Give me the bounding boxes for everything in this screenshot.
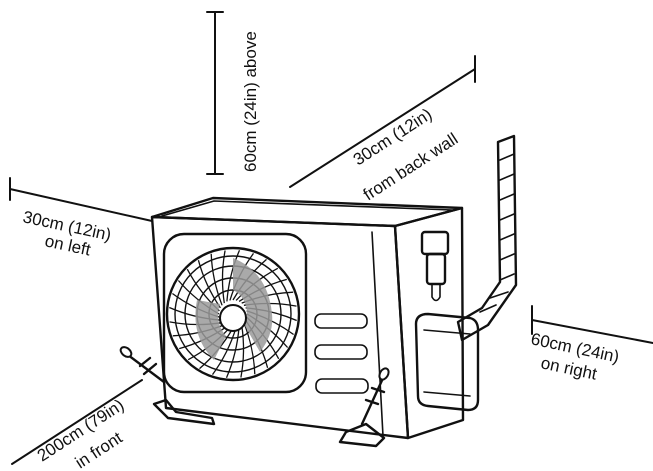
- fan-grille-spoke: [210, 253, 223, 306]
- outdoor-unit: [150, 196, 480, 440]
- fan-grille-spoke: [226, 250, 241, 302]
- dimension-left: [9, 177, 153, 222]
- fan-grille-spoke: [225, 326, 240, 378]
- dimension-right: [531, 305, 653, 344]
- label-above: 60cm (24in) above: [241, 31, 260, 172]
- bolt-icon: [360, 367, 390, 426]
- dimension-front: [11, 379, 143, 465]
- unit-feet: [152, 398, 386, 448]
- fan-icon: [165, 246, 301, 382]
- vent-slot: [314, 313, 368, 329]
- vent-slot: [315, 378, 369, 394]
- bolt-icon: [119, 346, 166, 384]
- dimension-back-wall: [289, 55, 476, 188]
- fan-grille-spoke: [211, 327, 237, 375]
- fan-grille-spoke: [240, 324, 245, 378]
- fan-housing: [162, 232, 308, 394]
- dimension-above: [206, 11, 224, 175]
- fan-grille-spoke: [221, 250, 226, 304]
- vent-slot: [314, 344, 368, 360]
- refrigerant-pipe: [456, 134, 518, 342]
- fan-grille-spoke: [243, 322, 256, 375]
- valve-cover: [414, 312, 480, 412]
- service-cover: [420, 230, 450, 256]
